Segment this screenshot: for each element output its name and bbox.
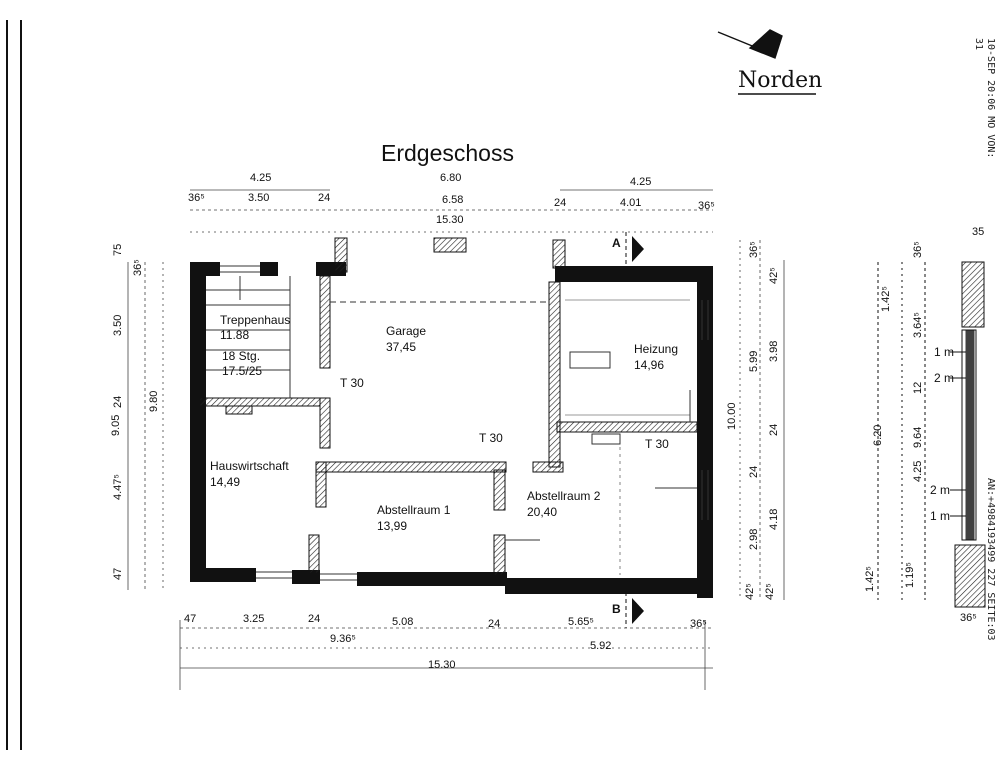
dim-section: 36⁵ <box>912 241 924 258</box>
dim-bottom: 9.36⁵ <box>330 633 356 645</box>
dim-section: 12 <box>912 381 924 394</box>
plan-title: Erdgeschoss <box>381 140 514 166</box>
dim-bottom: 5.92 <box>590 640 612 652</box>
dim-right: 42⁵ <box>764 583 776 600</box>
dim-right: 4.18 <box>768 508 780 530</box>
dim-section: 1.42⁵ <box>880 286 892 312</box>
dim-right: 10.00 <box>726 402 738 430</box>
dim-right: 36⁵ <box>748 241 760 258</box>
room-area-hauswirtschaft: 14,49 <box>210 475 241 489</box>
dim-right: 42⁵ <box>768 267 780 284</box>
dim-bottom: 5.08 <box>392 616 414 628</box>
dim-left: 36⁵ <box>132 259 144 276</box>
dim-left: 9.80 <box>148 390 160 412</box>
fax-footer: AN:+4984193499 227 SEITE:03 <box>985 478 996 641</box>
dim-section: 36⁵ <box>960 612 977 624</box>
dim-top: 6.58 <box>442 194 464 206</box>
outer-walls <box>190 262 713 598</box>
dim-section: 6.20 <box>872 424 884 446</box>
dim-section: 9.64 <box>912 426 924 448</box>
stairs-count: 18 Stg. <box>222 349 261 363</box>
room-label-treppenhaus: Treppenhaus <box>220 313 291 327</box>
room-area-abstellraum-2: 20,40 <box>527 505 558 519</box>
dim-right: 2.98 <box>748 528 760 550</box>
plan-details <box>206 265 709 581</box>
dim-right: 3.98 <box>768 340 780 362</box>
binder-mark-left <box>6 20 8 750</box>
level-label: 1 m <box>930 509 951 523</box>
dim-bottom: 24 <box>308 613 321 625</box>
room-label-abstellraum-1: Abstellraum 1 <box>377 503 451 517</box>
section-markers <box>625 232 644 628</box>
section-mark-b: B <box>612 602 621 616</box>
dim-top: 15.30 <box>436 214 464 226</box>
dim-bottom: 36⁵ <box>690 618 707 630</box>
dim-bottom: 24 <box>488 618 501 630</box>
dim-top: 3.50 <box>248 192 270 204</box>
dim-right: 24 <box>748 465 760 478</box>
section-mark-a: A <box>612 236 621 250</box>
dimension-lines <box>127 189 785 690</box>
dim-bottom: 5.65⁵ <box>568 616 594 628</box>
dim-top: 36⁵ <box>698 200 715 212</box>
room-label-garage: Garage <box>386 324 427 338</box>
dim-bottom: 47 <box>184 613 197 625</box>
dim-section: 1.42⁵ <box>864 566 876 592</box>
dim-section: 4.25 <box>912 460 924 482</box>
dim-top: 24 <box>318 192 331 204</box>
dim-left: 4.47⁵ <box>112 474 124 500</box>
section-strip <box>877 261 986 608</box>
dim-section: 3.64⁵ <box>912 312 924 338</box>
binder-mark-left <box>20 20 22 750</box>
dim-top: 4.01 <box>620 197 642 209</box>
dim-right: 42⁵ <box>744 583 756 600</box>
dim-top: 24 <box>554 197 567 209</box>
room-label-hauswirtschaft: Hauswirtschaft <box>210 459 289 473</box>
room-label-heizung: Heizung <box>634 342 679 356</box>
room-label-abstellraum-2: Abstellraum 2 <box>527 489 601 503</box>
dim-bottom: 15.30 <box>428 659 456 671</box>
fax-header: 10-SEP 20:06 MO VON: <box>985 38 996 159</box>
dim-right: 24 <box>768 423 780 436</box>
door-rating: T 30 <box>645 437 669 451</box>
dim-left: 47 <box>112 567 124 580</box>
door-rating: T 30 <box>340 376 364 390</box>
dim-top: 4.25 <box>630 176 652 188</box>
dim-bottom: 3.25 <box>243 613 265 625</box>
stairs-dimension: 17.5/25 <box>222 364 263 378</box>
inner-walls <box>199 237 698 576</box>
room-area-treppenhaus: 11.88 <box>220 328 250 342</box>
room-area-abstellraum-1: 13,99 <box>377 519 408 533</box>
north-label: Norden <box>738 68 823 93</box>
north-arrow <box>717 29 816 95</box>
dim-section: 1.19⁵ <box>904 562 916 588</box>
dim-right: 5.99 <box>748 350 760 372</box>
fax-corner: 31 <box>973 38 984 51</box>
room-area-heizung: 14,96 <box>634 358 665 372</box>
level-label: 2 m <box>934 371 955 385</box>
door-rating: T 30 <box>479 431 503 445</box>
room-area-garage: 37,45 <box>386 340 417 354</box>
dim-top: 4.25 <box>250 172 272 184</box>
dim-left: 24 <box>112 395 124 408</box>
dim-left: 3.50 <box>112 314 124 336</box>
dim-left: 75 <box>112 243 124 256</box>
level-label: 1 m <box>934 345 955 359</box>
dim-left: 9.05 <box>110 414 122 436</box>
dim-section: 35 <box>972 226 985 238</box>
dim-top: 6.80 <box>440 172 462 184</box>
dim-top: 36⁵ <box>188 192 205 204</box>
level-label: 2 m <box>930 483 951 497</box>
